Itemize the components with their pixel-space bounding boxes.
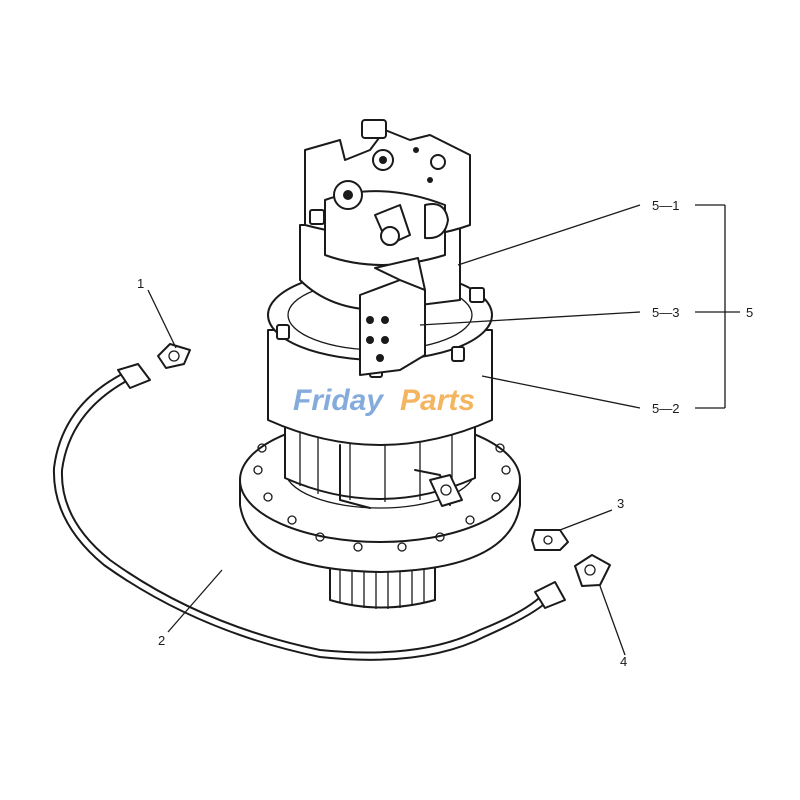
callout-3: 3 <box>617 496 624 511</box>
callout-5-2: 5—2 <box>652 401 679 416</box>
callout-1: 1 <box>137 276 144 291</box>
part-3-fitting <box>531 529 569 551</box>
valve-block-5-3 <box>359 257 426 376</box>
callout-5-1: 5—1 <box>652 198 679 213</box>
watermark-part2: Parts <box>400 384 475 417</box>
column-port <box>429 474 463 507</box>
callout-5-3: 5—3 <box>652 305 679 320</box>
callout-4: 4 <box>620 654 627 669</box>
part-1-fitting <box>157 343 191 369</box>
part-2-hose <box>52 363 566 661</box>
callout-5: 5 <box>746 305 753 320</box>
motor-upper-housing-5-1 <box>299 119 471 311</box>
callout-2: 2 <box>158 633 165 648</box>
watermark-part1: Friday <box>293 384 384 417</box>
leader-lines <box>147 204 740 656</box>
part-4-fitting <box>574 554 611 587</box>
